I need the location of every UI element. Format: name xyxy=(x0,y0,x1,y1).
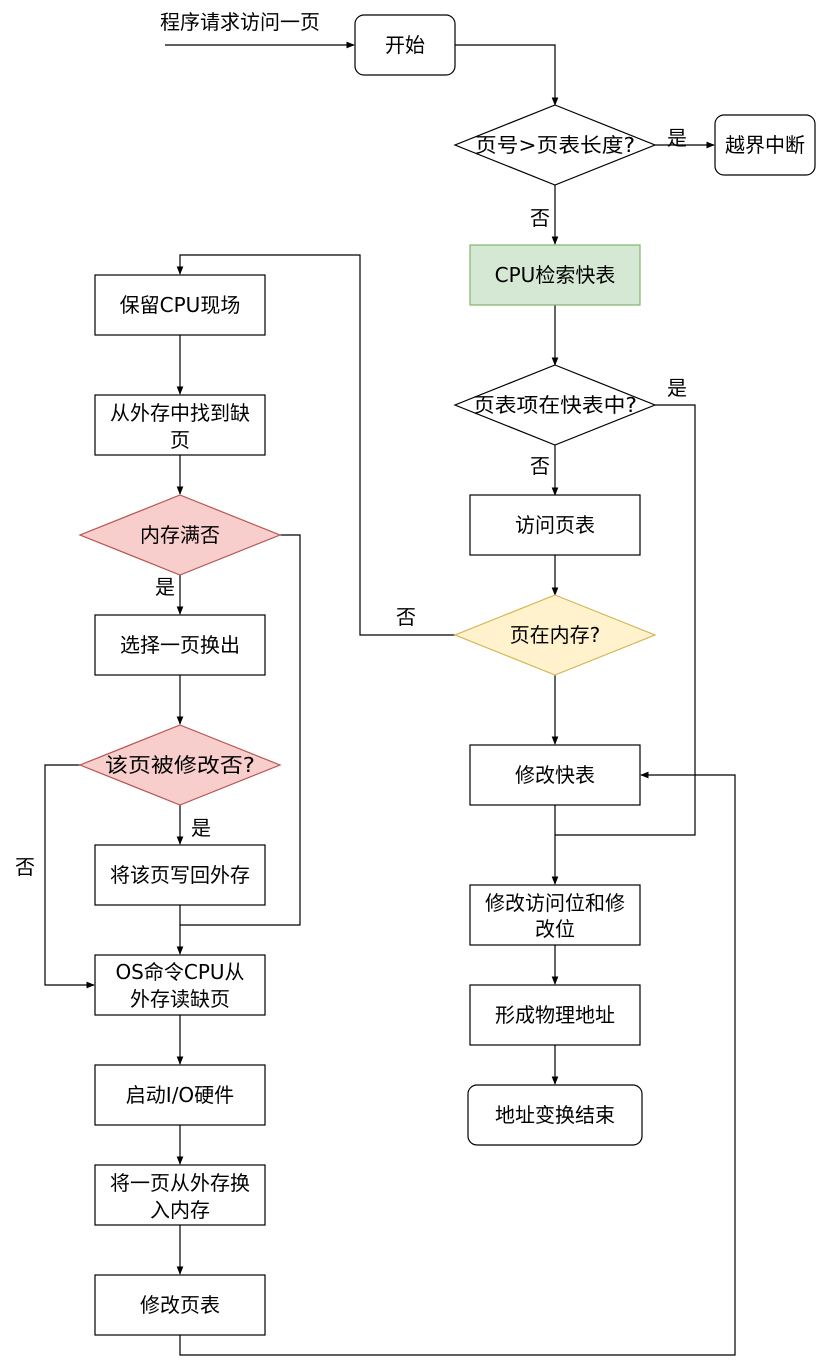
node-start: 开始 xyxy=(354,14,456,76)
node-write-back-label: 将该页写回外存 xyxy=(110,863,250,887)
node-select-page-out-label: 选择一页换出 xyxy=(120,633,240,657)
node-start-io: 启动I/O硬件 xyxy=(94,1064,266,1126)
node-select-page-out: 选择一页换出 xyxy=(94,614,266,676)
node-page-range-check-label: 页号>页表长度? xyxy=(475,133,635,157)
node-access-page-table-label: 访问页表 xyxy=(515,513,595,537)
node-update-page-table: 修改页表 xyxy=(94,1274,266,1336)
edge-page-table-to-update-tlb xyxy=(179,771,736,1356)
node-os-command-read-line1: OS命令CPU从 xyxy=(115,960,244,984)
node-form-physical-address-label: 形成物理地址 xyxy=(495,1003,615,1027)
node-out-of-bounds: 越界中断 xyxy=(714,114,816,176)
edge-tlb-yes xyxy=(555,404,696,836)
node-page-range-check: 页号>页表长度? xyxy=(453,104,657,186)
node-os-command-read-line2: 外存读缺页 xyxy=(130,987,230,1011)
node-update-page-table-label: 修改页表 xyxy=(140,1293,220,1317)
node-entry-in-tlb: 页表项在快表中? xyxy=(453,364,657,446)
label-range-yes: 是 xyxy=(667,126,687,150)
node-find-missing-page-line2: 页 xyxy=(170,428,190,452)
label-modified-yes: 是 xyxy=(191,816,211,840)
node-entry-in-tlb-label: 页表项在快表中? xyxy=(473,393,637,417)
edge-labels: 程序请求访问一页 是 否 是 否 否 是 是 否 xyxy=(15,10,687,879)
node-find-missing-page-line1: 从外存中找到缺 xyxy=(110,401,250,425)
label-in-memory-no: 否 xyxy=(396,605,416,629)
edges xyxy=(44,41,736,1356)
label-range-no: 否 xyxy=(530,206,550,230)
node-os-command-read: OS命令CPU从 外存读缺页 xyxy=(94,954,266,1016)
node-update-bits-line1: 修改访问位和修 xyxy=(485,891,625,915)
node-update-tlb-label: 修改快表 xyxy=(515,763,595,787)
label-tlb-yes: 是 xyxy=(667,376,687,400)
node-start-label: 开始 xyxy=(385,33,425,57)
node-save-cpu-context: 保留CPU现场 xyxy=(94,274,266,336)
node-cpu-search-tlb-label: CPU检索快表 xyxy=(495,263,616,287)
node-cpu-search-tlb: CPU检索快表 xyxy=(469,244,641,306)
node-page-modified: 该页被修改否? xyxy=(78,724,282,806)
node-page-in-memory: 页在内存? xyxy=(453,594,657,676)
node-page-in-memory-label: 页在内存? xyxy=(510,623,601,647)
node-update-access-modify-bits: 修改访问位和修 改位 xyxy=(469,884,641,946)
label-modified-no: 否 xyxy=(15,855,35,879)
node-update-bits-line2: 改位 xyxy=(535,917,575,941)
edge-in-memory-no xyxy=(176,254,455,636)
edge-memory-full-no xyxy=(180,534,301,926)
node-write-back: 将该页写回外存 xyxy=(94,844,266,906)
node-access-page-table: 访问页表 xyxy=(469,494,641,556)
node-swap-in-line2: 入内存 xyxy=(150,1198,210,1222)
edge-modified-no xyxy=(44,764,95,989)
node-memory-full: 内存满否 xyxy=(78,494,282,576)
node-translation-end-label: 地址变换结束 xyxy=(495,1103,615,1127)
node-page-modified-label: 该页被修改否? xyxy=(105,753,255,777)
node-form-physical-address: 形成物理地址 xyxy=(469,984,641,1046)
node-update-tlb: 修改快表 xyxy=(469,744,641,806)
node-memory-full-label: 内存满否 xyxy=(140,523,220,547)
label-memory-full-yes: 是 xyxy=(155,575,175,599)
label-tlb-no: 否 xyxy=(530,454,550,478)
edge-start-to-range-check xyxy=(455,44,559,106)
node-save-cpu-context-label: 保留CPU现场 xyxy=(120,293,241,317)
node-out-of-bounds-label: 越界中断 xyxy=(725,133,805,157)
node-swap-in-line1: 将一页从外存换 xyxy=(110,1171,250,1195)
node-start-io-label: 启动I/O硬件 xyxy=(126,1083,234,1107)
node-translation-end: 地址变换结束 xyxy=(467,1084,643,1146)
node-swap-in: 将一页从外存换 入内存 xyxy=(94,1164,266,1226)
node-find-missing-page: 从外存中找到缺 页 xyxy=(94,394,266,456)
entry-label: 程序请求访问一页 xyxy=(160,10,320,34)
